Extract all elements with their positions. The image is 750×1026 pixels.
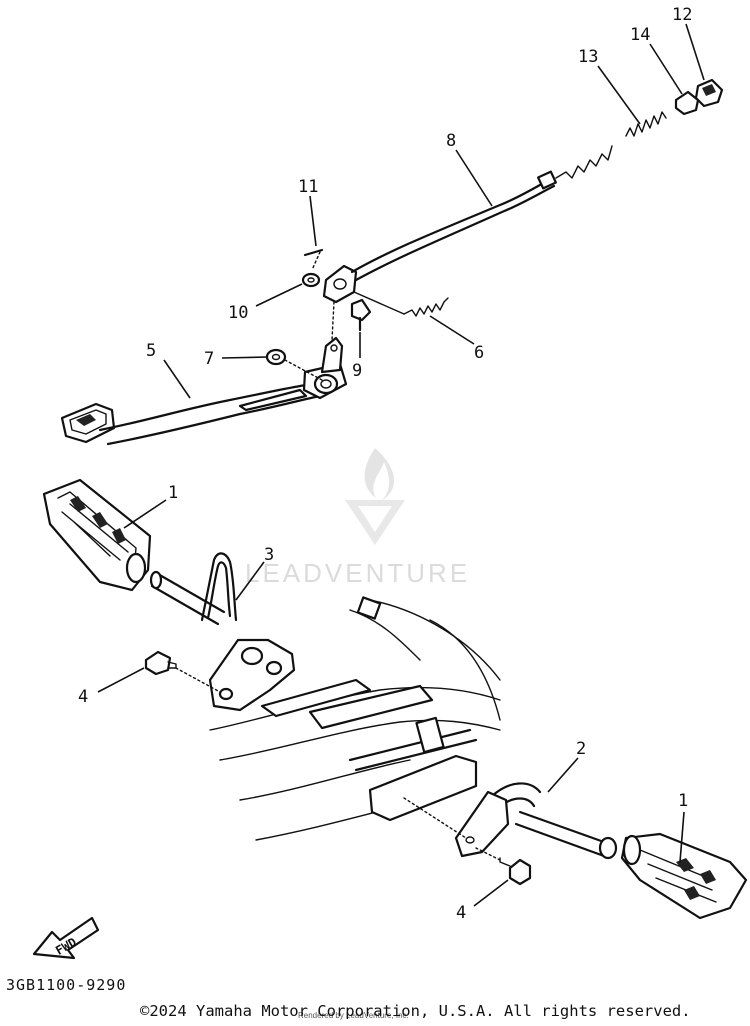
washer-part-7	[265, 348, 323, 381]
drawing-code: 3GB1100-9290	[6, 976, 127, 994]
spring-part-13	[625, 111, 667, 137]
svg-text:4: 4	[78, 687, 88, 707]
cable-linkage	[301, 248, 449, 341]
callout-5: 5	[146, 341, 191, 399]
svg-text:1: 1	[168, 483, 178, 503]
watermark-text: LEADVENTURE	[245, 558, 470, 588]
svg-text:14: 14	[630, 25, 650, 45]
frame-outline	[209, 596, 501, 841]
callout-10: 10	[228, 283, 303, 323]
callout-4b: 4	[456, 879, 509, 923]
copyright-text: ©2024 Yamaha Motor Corporation, U.S.A. A…	[140, 1002, 691, 1020]
svg-text:12: 12	[672, 5, 692, 25]
svg-text:4: 4	[456, 903, 466, 923]
svg-text:3: 3	[264, 545, 274, 565]
svg-text:10: 10	[228, 303, 248, 323]
callout-1: 1	[123, 483, 178, 529]
callout-8: 8	[446, 131, 493, 207]
callout-9: 9	[352, 332, 362, 381]
svg-text:5: 5	[146, 341, 156, 361]
callout-11: 11	[298, 177, 318, 247]
brake-pedal-part-5	[60, 336, 348, 446]
fwd-arrow-icon: FWD	[32, 916, 100, 960]
adjuster-nut-parts-12-14	[674, 78, 724, 116]
callout-2: 2	[547, 739, 586, 793]
rendered-by-text: Rendered by LeadVenture, Inc.	[298, 1011, 409, 1020]
bolt-part-4b	[475, 847, 532, 886]
svg-text:1: 1	[678, 791, 688, 811]
svg-text:7: 7	[204, 349, 214, 369]
svg-text:8: 8	[446, 131, 456, 151]
bolt-part-4	[144, 650, 221, 693]
callout-4: 4	[78, 667, 145, 707]
footrest-rubber-part-1	[42, 478, 152, 592]
svg-text:11: 11	[298, 177, 318, 197]
footrest-rubber-part-1b	[620, 832, 748, 920]
footrest-bracket-part-3	[149, 552, 296, 712]
callout-3: 3	[235, 545, 274, 601]
svg-text:6: 6	[474, 343, 484, 363]
brake-rod-part-8	[350, 145, 613, 282]
watermark-logo: LEADVENTURE	[245, 448, 470, 588]
svg-text:2: 2	[576, 739, 586, 759]
callout-1b: 1	[678, 791, 688, 863]
callout-13: 13	[578, 47, 641, 125]
callout-6: 6	[429, 315, 484, 363]
callout-7: 7	[204, 349, 269, 369]
svg-text:9: 9	[352, 361, 362, 381]
callout-14: 14	[630, 25, 683, 95]
footrest-bracket-part-2	[403, 782, 618, 860]
svg-text:13: 13	[578, 47, 598, 67]
callout-12: 12	[672, 5, 705, 81]
